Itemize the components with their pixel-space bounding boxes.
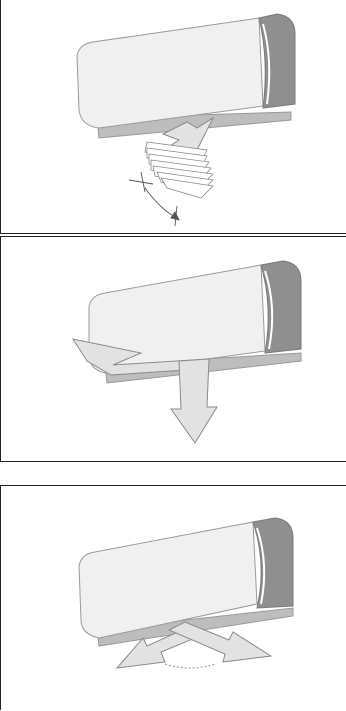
spread-mode-panel xyxy=(0,485,346,710)
swing-mode-figure xyxy=(76,13,296,227)
unit-front-face xyxy=(78,521,258,639)
indoor-unit xyxy=(76,13,296,139)
downward-mode-panel xyxy=(0,236,346,462)
airflow-arrow xyxy=(161,116,215,151)
unit-side-highlight xyxy=(264,270,274,350)
unit-side-highlight xyxy=(256,527,266,605)
unit-front-face xyxy=(76,17,264,129)
swing-mode-panel xyxy=(0,0,346,234)
swing-angle-indicator xyxy=(128,171,180,227)
downward-mode-figure xyxy=(71,260,302,444)
unit-side-highlight xyxy=(262,23,271,105)
sweep-arc-indicator xyxy=(164,663,216,669)
right-airflow-arrow xyxy=(167,621,273,663)
spread-mode-figure xyxy=(78,517,294,669)
split-airflow-arrows xyxy=(115,621,273,669)
louver-fan xyxy=(144,141,214,199)
downward-airflow-arrow xyxy=(170,358,218,444)
